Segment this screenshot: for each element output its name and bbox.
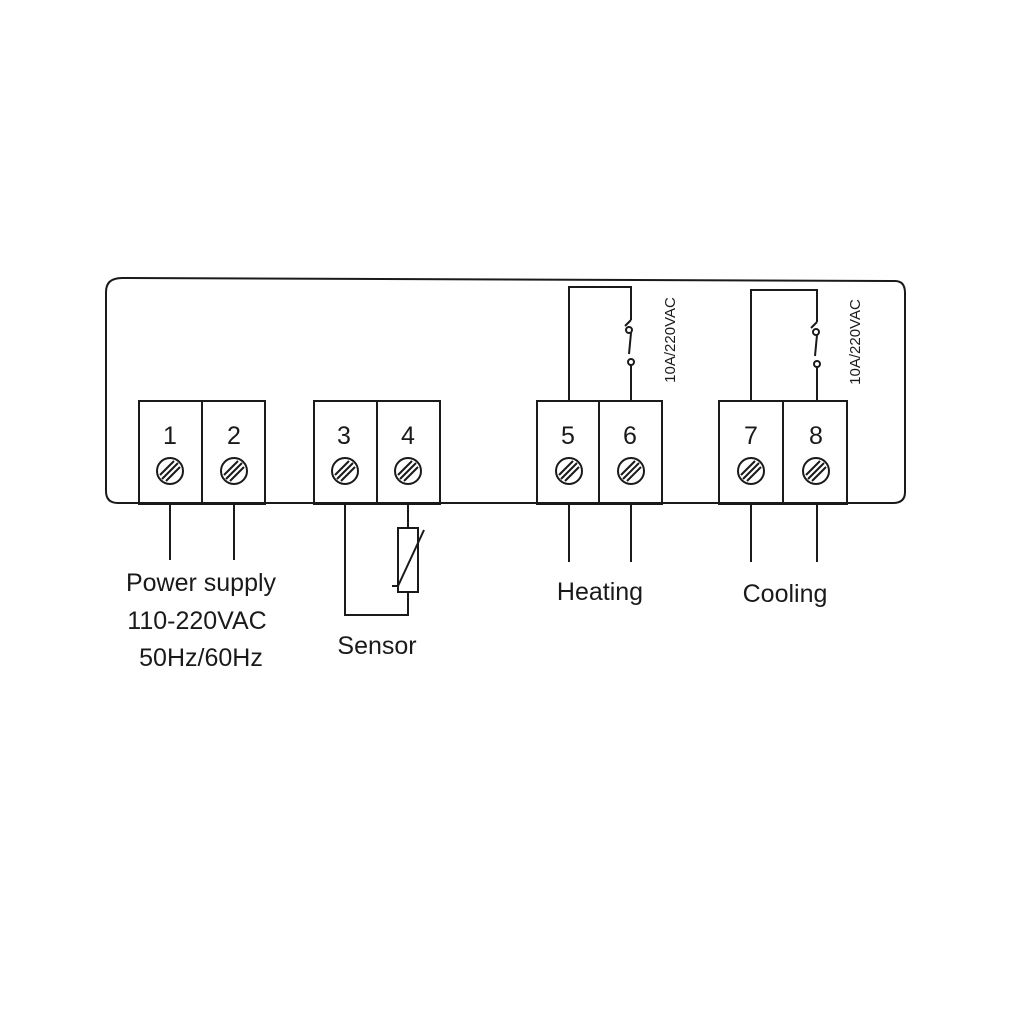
power-supply-caption: Power supply [126, 569, 277, 597]
cooling-relay-rating: 10A/220VAC [847, 299, 864, 385]
screw-icon-7[interactable] [737, 457, 765, 485]
controller-housing [105, 276, 906, 504]
terminal-block-2[interactable] [201, 400, 266, 505]
screw-icon-2[interactable] [220, 457, 248, 485]
terminal-number-5: 5 [561, 422, 575, 450]
screw-icon-4[interactable] [394, 457, 422, 485]
screw-icon-8[interactable] [802, 457, 830, 485]
screw-icon-1[interactable] [156, 457, 184, 485]
terminal-block-6[interactable] [598, 400, 663, 505]
terminal-block-5[interactable] [536, 400, 600, 505]
heating-caption: Heating [557, 578, 643, 606]
screw-icon-3[interactable] [331, 457, 359, 485]
cooling-caption: Cooling [743, 580, 828, 608]
terminal-number-3: 3 [337, 422, 351, 450]
terminal-group-sensor [313, 400, 441, 505]
terminal-group-power [138, 400, 266, 505]
terminal-number-7: 7 [744, 422, 758, 450]
terminal-block-4[interactable] [376, 400, 441, 505]
terminal-block-1[interactable] [138, 400, 203, 505]
terminal-block-7[interactable] [718, 400, 784, 505]
terminal-number-2: 2 [227, 422, 241, 450]
terminal-block-8[interactable] [782, 400, 848, 505]
terminal-group-cooling [718, 400, 848, 505]
terminal-number-8: 8 [809, 422, 823, 450]
terminal-block-3[interactable] [313, 400, 378, 505]
power-supply-frequency: 50Hz/60Hz [139, 644, 263, 672]
sensor-caption: Sensor [337, 632, 416, 660]
heating-relay-contact [568, 286, 635, 401]
screw-icon-6[interactable] [617, 457, 645, 485]
terminal-number-6: 6 [623, 422, 637, 450]
power-supply-voltage: 110-220VAC [127, 607, 266, 635]
cooling-relay-contact [750, 289, 821, 401]
heating-relay-rating: 10A/220VAC [662, 297, 679, 383]
terminal-number-1: 1 [163, 422, 177, 450]
terminal-number-4: 4 [401, 422, 415, 450]
sensor-loop [344, 504, 409, 616]
thermistor-icon [392, 527, 425, 593]
terminal-group-heating [536, 400, 663, 505]
screw-icon-5[interactable] [555, 457, 583, 485]
